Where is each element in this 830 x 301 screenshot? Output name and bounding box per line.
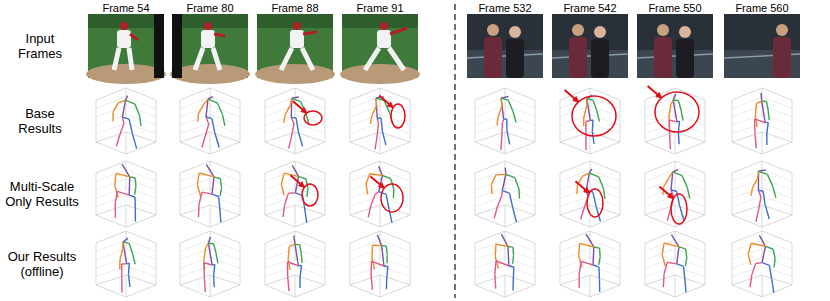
skeleton-plot <box>265 231 325 297</box>
column-header: Frame 560 <box>735 2 788 15</box>
error-arrowhead <box>299 182 305 187</box>
skeleton-plot <box>180 231 240 297</box>
skeleton-plot <box>645 231 705 297</box>
skeleton-plot <box>475 231 535 297</box>
error-arrow <box>379 96 393 108</box>
row-label: Base Results <box>12 107 68 137</box>
error-arrow <box>648 86 662 98</box>
error-arrowhead <box>387 102 393 107</box>
skeleton-plot <box>265 161 325 227</box>
error-arrow <box>290 175 304 187</box>
error-arrow <box>659 187 673 199</box>
skeleton-plot <box>560 161 620 227</box>
error-arrowhead <box>573 97 579 102</box>
input-frame <box>637 14 713 78</box>
error-arrowhead <box>379 183 385 188</box>
skeleton-plot <box>560 88 620 154</box>
error-arrowhead <box>301 108 307 113</box>
dashed-separator <box>454 4 456 298</box>
error-arrow <box>565 90 579 102</box>
error-arrow <box>575 181 589 193</box>
input-frame <box>724 14 800 78</box>
column-header: Frame 532 <box>478 2 531 15</box>
error-arrow <box>293 101 307 113</box>
error-arrow <box>370 176 384 188</box>
skeleton-plot <box>560 231 620 297</box>
column-header: Frame 91 <box>356 2 403 15</box>
error-arrowhead <box>656 93 662 98</box>
skeleton-plot <box>180 88 240 154</box>
skeleton-plot <box>96 88 156 154</box>
skeleton-plot <box>732 88 792 154</box>
column-header: Frame 54 <box>102 2 149 15</box>
skeleton-plot <box>645 88 705 154</box>
skeleton-plot <box>96 161 156 227</box>
error-arrowhead <box>668 193 674 198</box>
input-frame <box>552 14 628 78</box>
input-frame <box>170 14 250 84</box>
input-frame <box>467 14 543 78</box>
skeleton-plot <box>732 231 792 297</box>
input-frame <box>340 14 420 84</box>
column-header: Frame 80 <box>186 2 233 15</box>
input-frame <box>255 14 335 84</box>
skeleton-plot <box>645 161 705 227</box>
skeleton-plot <box>475 88 535 154</box>
input-frame <box>86 14 166 84</box>
column-header: Frame 88 <box>271 2 318 15</box>
column-header: Frame 542 <box>563 2 616 15</box>
column-header: Frame 550 <box>648 2 701 15</box>
skeleton-plot <box>96 231 156 297</box>
skeleton-plot <box>475 161 535 227</box>
skeleton-plot <box>180 161 240 227</box>
row-label: Our Results (offline) <box>2 250 82 280</box>
error-arrowhead <box>584 188 590 193</box>
error-circle <box>572 96 616 136</box>
error-circle <box>655 92 699 132</box>
row-label: Multi-Scale Only Results <box>2 180 82 210</box>
row-label: Input Frames <box>14 32 66 62</box>
skeleton-plot <box>350 88 410 154</box>
skeleton-plot <box>732 161 792 227</box>
skeleton-plot <box>265 88 325 154</box>
skeleton-plot <box>350 161 410 227</box>
skeleton-plot <box>350 231 410 297</box>
